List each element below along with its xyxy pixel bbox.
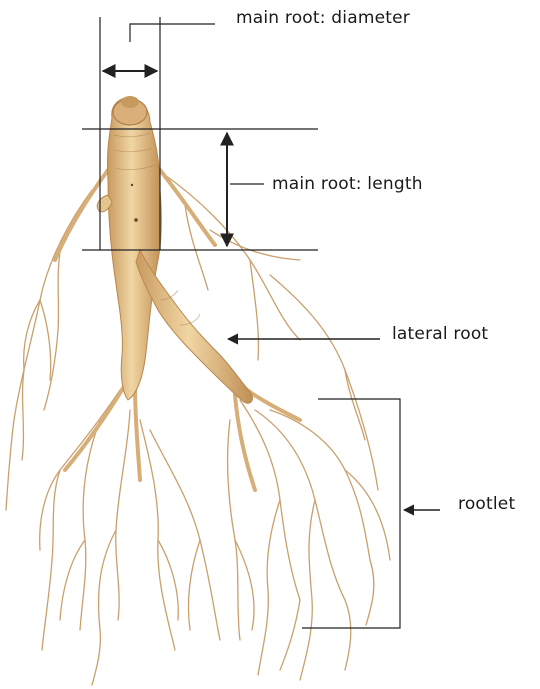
main-root-body [107,98,161,400]
length-label: main root: length [272,174,423,194]
lateral-root-label: lateral root [392,324,488,344]
rootlet-bracket [302,399,400,628]
diameter-leader [130,24,215,42]
lateral-root-body [136,250,252,403]
rootlet-label: rootlet [458,494,515,514]
rootlet-hairs [6,175,390,685]
diameter-label: main root: diameter [236,8,410,28]
